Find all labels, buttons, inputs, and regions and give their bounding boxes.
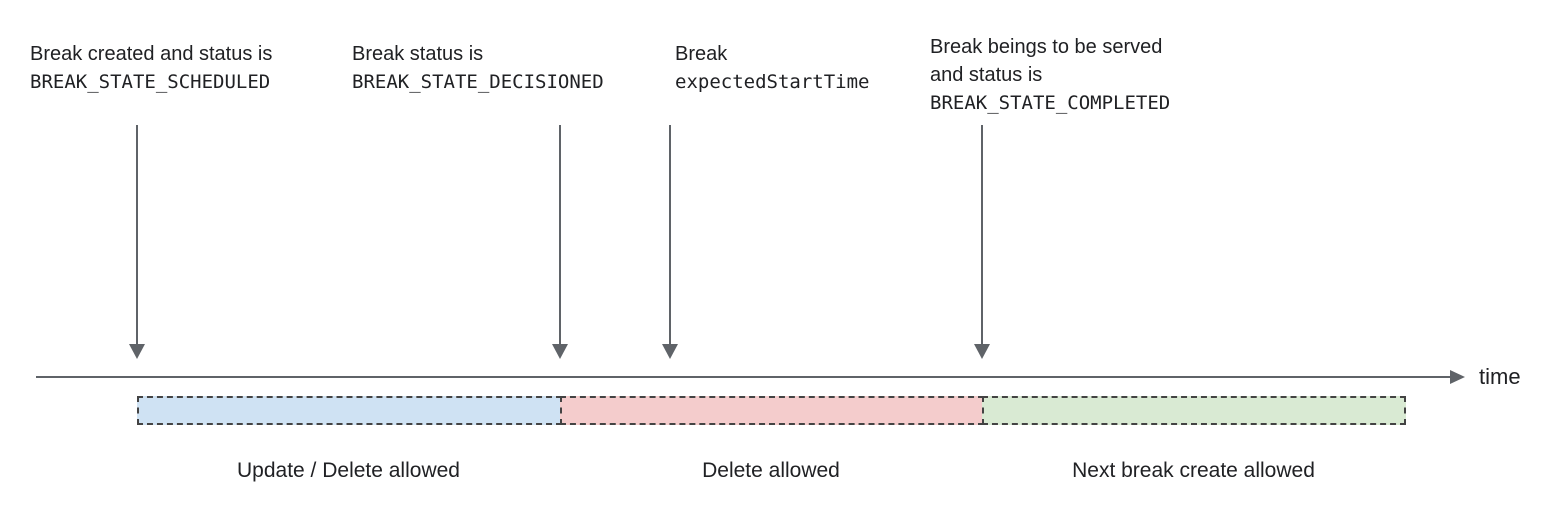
segment-update-delete-allowed: [137, 396, 562, 425]
annotation-expected-start-time: Break expectedStartTime: [675, 40, 869, 96]
annotation-text: Break created and status is: [30, 43, 273, 65]
arrow-shaft: [136, 125, 138, 345]
annotation-code: BREAK_STATE_COMPLETED: [930, 92, 1171, 114]
down-arrow-expected-start-time: [662, 125, 678, 359]
right-arrowhead-icon: [1450, 370, 1465, 384]
down-arrowhead-icon: [662, 344, 678, 359]
time-axis-label: time: [1479, 364, 1521, 389]
down-arrow-decisioned: [552, 125, 568, 359]
annotation-text: Break: [675, 43, 728, 65]
annotation-break-completed: Break beings to be served and status is …: [930, 33, 1170, 117]
arrow-shaft: [669, 125, 671, 345]
segment-label-delete: Delete allowed: [702, 459, 840, 482]
segment-label-next-create: Next break create allowed: [1072, 459, 1315, 482]
annotation-text: Break beings to be served: [930, 36, 1163, 58]
down-arrowhead-icon: [129, 344, 145, 359]
down-arrow-scheduled: [129, 125, 145, 359]
annotation-break-decisioned: Break status is BREAK_STATE_DECISIONED: [352, 40, 604, 96]
annotation-break-scheduled: Break created and status is BREAK_STATE_…: [30, 40, 272, 96]
down-arrowhead-icon: [974, 344, 990, 359]
annotation-text: Break status is: [352, 43, 484, 65]
time-axis-line: [36, 376, 1452, 378]
arrow-shaft: [981, 125, 983, 345]
down-arrow-completed: [974, 125, 990, 359]
segment-next-break-create-allowed: [982, 396, 1406, 425]
annotation-code: BREAK_STATE_DECISIONED: [352, 71, 604, 93]
segment-label-update-delete: Update / Delete allowed: [237, 459, 460, 482]
down-arrowhead-icon: [552, 344, 568, 359]
annotation-code: expectedStartTime: [675, 71, 870, 93]
segment-delete-allowed: [560, 396, 984, 425]
annotation-text: and status is: [930, 64, 1043, 86]
arrow-shaft: [559, 125, 561, 345]
annotation-code: BREAK_STATE_SCHEDULED: [30, 71, 271, 93]
